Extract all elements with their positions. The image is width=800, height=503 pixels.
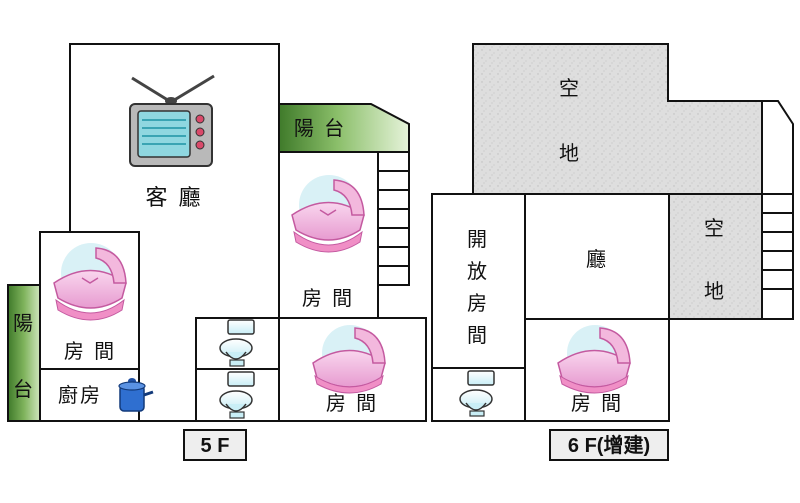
cradle-icon <box>291 175 365 253</box>
balcony-left-label-1: 陽 <box>13 311 35 335</box>
toilet-icon <box>459 370 495 417</box>
tv-icon <box>129 74 215 167</box>
open-room-label-1: 開 <box>467 227 489 251</box>
stairs-icon <box>761 100 794 320</box>
empty-land-top-label-1: 空 <box>559 76 581 100</box>
pot-icon <box>118 378 154 412</box>
floor6-badge: 6 F(增建) <box>549 429 669 461</box>
balcony-left-label-2: 台 <box>13 377 35 401</box>
bedroom-bottom-label: 房 間 <box>326 391 378 415</box>
toilet-icon <box>219 371 255 419</box>
empty-land-top <box>472 43 763 195</box>
balcony-top-label: 陽 台 <box>294 116 346 140</box>
empty-land-right-label-2: 地 <box>704 279 726 303</box>
open-room <box>431 193 526 369</box>
cradle-icon <box>53 243 127 321</box>
bedroom-mid-label: 房 間 <box>302 286 354 310</box>
open-room-label-4: 間 <box>467 323 489 347</box>
bedroom-left-label: 房 間 <box>64 339 116 363</box>
floor5-badge-label: 5 F <box>201 435 230 457</box>
balcony-top <box>278 103 410 153</box>
empty-land-top-label-2: 地 <box>559 141 581 165</box>
floor5-badge: 5 F <box>183 429 247 461</box>
bedroom-6f-label: 房 間 <box>571 391 623 415</box>
toilet-icon <box>219 319 255 367</box>
floor6-plan <box>431 43 763 422</box>
living-room-label: 客 廳 <box>146 186 203 211</box>
cradle-icon <box>312 325 386 394</box>
hall-label: 廳 <box>586 247 608 271</box>
kitchen-label: 廚房 <box>58 383 102 407</box>
balcony-left <box>7 284 41 422</box>
stairs-icon <box>377 151 410 286</box>
empty-land-right <box>668 193 763 320</box>
floor6-badge-label: 6 F(增建) <box>568 433 650 457</box>
cradle-icon <box>557 325 631 394</box>
open-room-label-3: 房 <box>467 291 489 315</box>
open-room-label-2: 放 <box>467 259 489 283</box>
empty-land-right-label-1: 空 <box>704 216 726 240</box>
